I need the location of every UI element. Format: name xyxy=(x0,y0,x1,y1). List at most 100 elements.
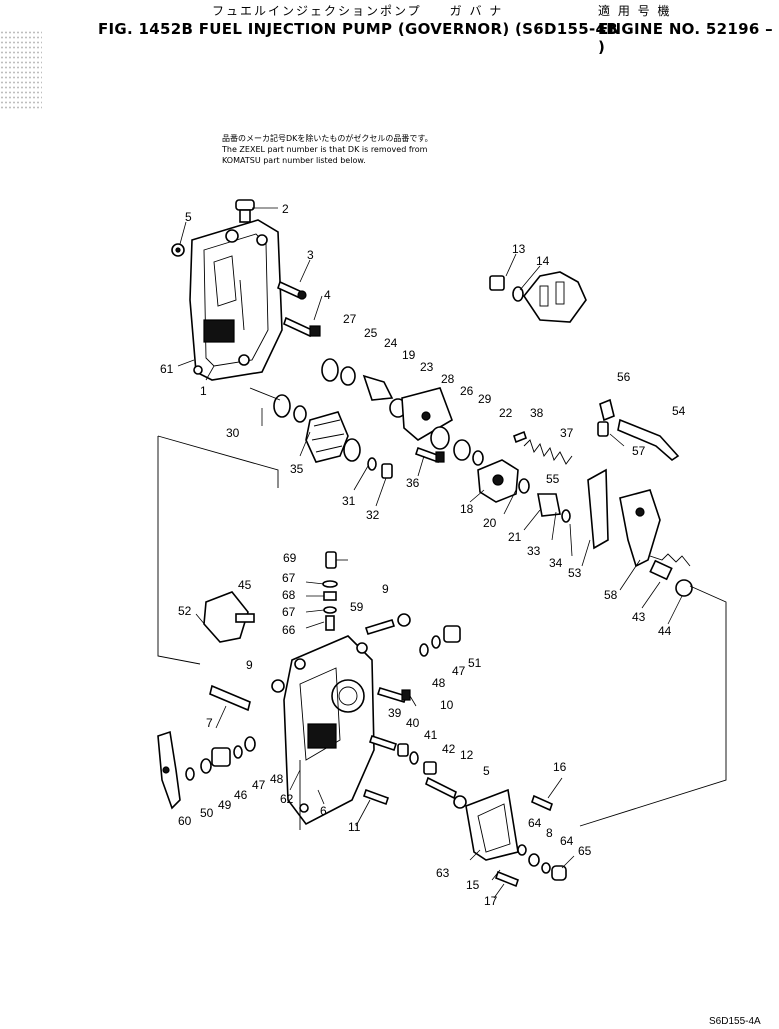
lever-assembly xyxy=(587,468,693,597)
callout-3: 3 xyxy=(307,248,314,262)
figure-title: FIG. 1452B FUEL INJECTION PUMP (GOVERNOR… xyxy=(98,20,618,38)
callout-48a: 48 xyxy=(432,676,446,690)
applies-japanese: 適 用 号 機 xyxy=(598,4,672,18)
callout-37: 37 xyxy=(560,426,574,440)
callout-22: 22 xyxy=(499,406,513,420)
bolt-17 xyxy=(495,870,519,888)
callout-4: 4 xyxy=(324,288,331,302)
callout-17: 17 xyxy=(484,894,498,908)
callout-44: 44 xyxy=(658,624,672,638)
callout-25: 25 xyxy=(364,326,378,340)
callout-47a: 47 xyxy=(452,664,466,678)
nut-9-upper xyxy=(397,613,411,627)
adjust-screw-39-42 xyxy=(368,734,437,775)
bolt-16 xyxy=(531,794,553,812)
bolt-12 xyxy=(425,776,457,800)
callout-56: 56 xyxy=(617,370,631,384)
callout-38: 38 xyxy=(530,406,544,420)
callout-28: 28 xyxy=(441,372,455,386)
callout-45: 45 xyxy=(238,578,252,592)
callout-5b: 5 xyxy=(483,764,490,778)
callout-14: 14 xyxy=(536,254,550,268)
callout-61: 61 xyxy=(160,362,174,376)
bolt-36 xyxy=(414,446,445,464)
adjust-screw-stack xyxy=(322,551,338,631)
callout-7: 7 xyxy=(206,716,213,730)
spring-37 xyxy=(523,439,573,465)
nut-5-lower xyxy=(453,795,467,809)
pin-59 xyxy=(364,619,396,635)
callout-10: 10 xyxy=(440,698,454,712)
callout-48b: 48 xyxy=(270,772,284,786)
callout-46: 46 xyxy=(234,788,248,802)
breather-cap xyxy=(235,199,255,223)
governor-housing xyxy=(189,219,283,381)
governor-cover xyxy=(283,635,375,826)
plug-46-50 xyxy=(185,736,256,781)
callout-1: 1 xyxy=(200,384,207,398)
bolt-10 xyxy=(376,687,411,703)
nut-5-upper xyxy=(171,243,185,257)
pump-body-fragment xyxy=(489,271,587,323)
callout-67a: 67 xyxy=(282,571,296,585)
callout-15: 15 xyxy=(466,878,480,892)
callout-2: 2 xyxy=(282,202,289,216)
callout-54: 54 xyxy=(672,404,686,418)
note-line-1: The ZEXEL part number is that DK is remo… xyxy=(222,145,428,154)
bolt-3 xyxy=(277,280,307,300)
callout-12: 12 xyxy=(460,748,474,762)
callout-57: 57 xyxy=(632,444,646,458)
reference-lines xyxy=(157,387,727,830)
callout-9a: 9 xyxy=(382,582,389,596)
callout-36: 36 xyxy=(406,476,420,490)
shaft-assembly xyxy=(321,358,484,466)
callout-62: 62 xyxy=(280,792,294,806)
callout-42: 42 xyxy=(442,742,456,756)
callout-16: 16 xyxy=(553,760,567,774)
callout-33: 33 xyxy=(527,544,541,558)
callout-21: 21 xyxy=(508,530,522,544)
callout-18: 18 xyxy=(460,502,474,516)
callout-58: 58 xyxy=(604,588,618,602)
callout-6: 6 xyxy=(320,804,327,818)
lever-45 xyxy=(203,591,255,643)
nut-9-lower xyxy=(271,679,285,693)
sleeve-assembly xyxy=(477,459,571,523)
bolt-4 xyxy=(283,316,321,338)
callout-68: 68 xyxy=(282,588,296,602)
callout-69: 69 xyxy=(283,551,297,565)
engine-number: ENGINE NO. 52196 – ) xyxy=(598,20,773,56)
callout-24: 24 xyxy=(384,336,398,350)
callout-23: 23 xyxy=(420,360,434,374)
callout-47b: 47 xyxy=(252,778,266,792)
leader-lines xyxy=(177,207,683,899)
callout-20: 20 xyxy=(483,516,497,530)
callout-31: 31 xyxy=(342,494,356,508)
callout-66: 66 xyxy=(282,623,296,637)
flyweight-assembly xyxy=(273,394,393,479)
callout-30: 30 xyxy=(226,426,240,440)
pin-38 xyxy=(513,430,527,444)
callout-40: 40 xyxy=(406,716,420,730)
callout-60: 60 xyxy=(178,814,192,828)
callout-19: 19 xyxy=(402,348,416,362)
callout-64a: 64 xyxy=(528,816,542,830)
callout-55: 55 xyxy=(546,472,560,486)
callout-59: 59 xyxy=(350,600,364,614)
callout-34: 34 xyxy=(549,556,563,570)
callout-26: 26 xyxy=(460,384,474,398)
note-line-2: KOMATSU part number listed below. xyxy=(222,156,366,165)
washers-64-8-65 xyxy=(517,844,567,881)
bolt-7 xyxy=(209,684,251,712)
callout-29: 29 xyxy=(478,392,492,406)
callout-32: 32 xyxy=(366,508,380,522)
stop-lever xyxy=(597,398,680,462)
callout-35: 35 xyxy=(290,462,304,476)
callout-53: 53 xyxy=(568,566,582,580)
callout-65: 65 xyxy=(578,844,592,858)
callout-9b: 9 xyxy=(246,658,253,672)
callout-5: 5 xyxy=(185,210,192,224)
callout-52: 52 xyxy=(178,604,192,618)
callout-51: 51 xyxy=(468,656,482,670)
